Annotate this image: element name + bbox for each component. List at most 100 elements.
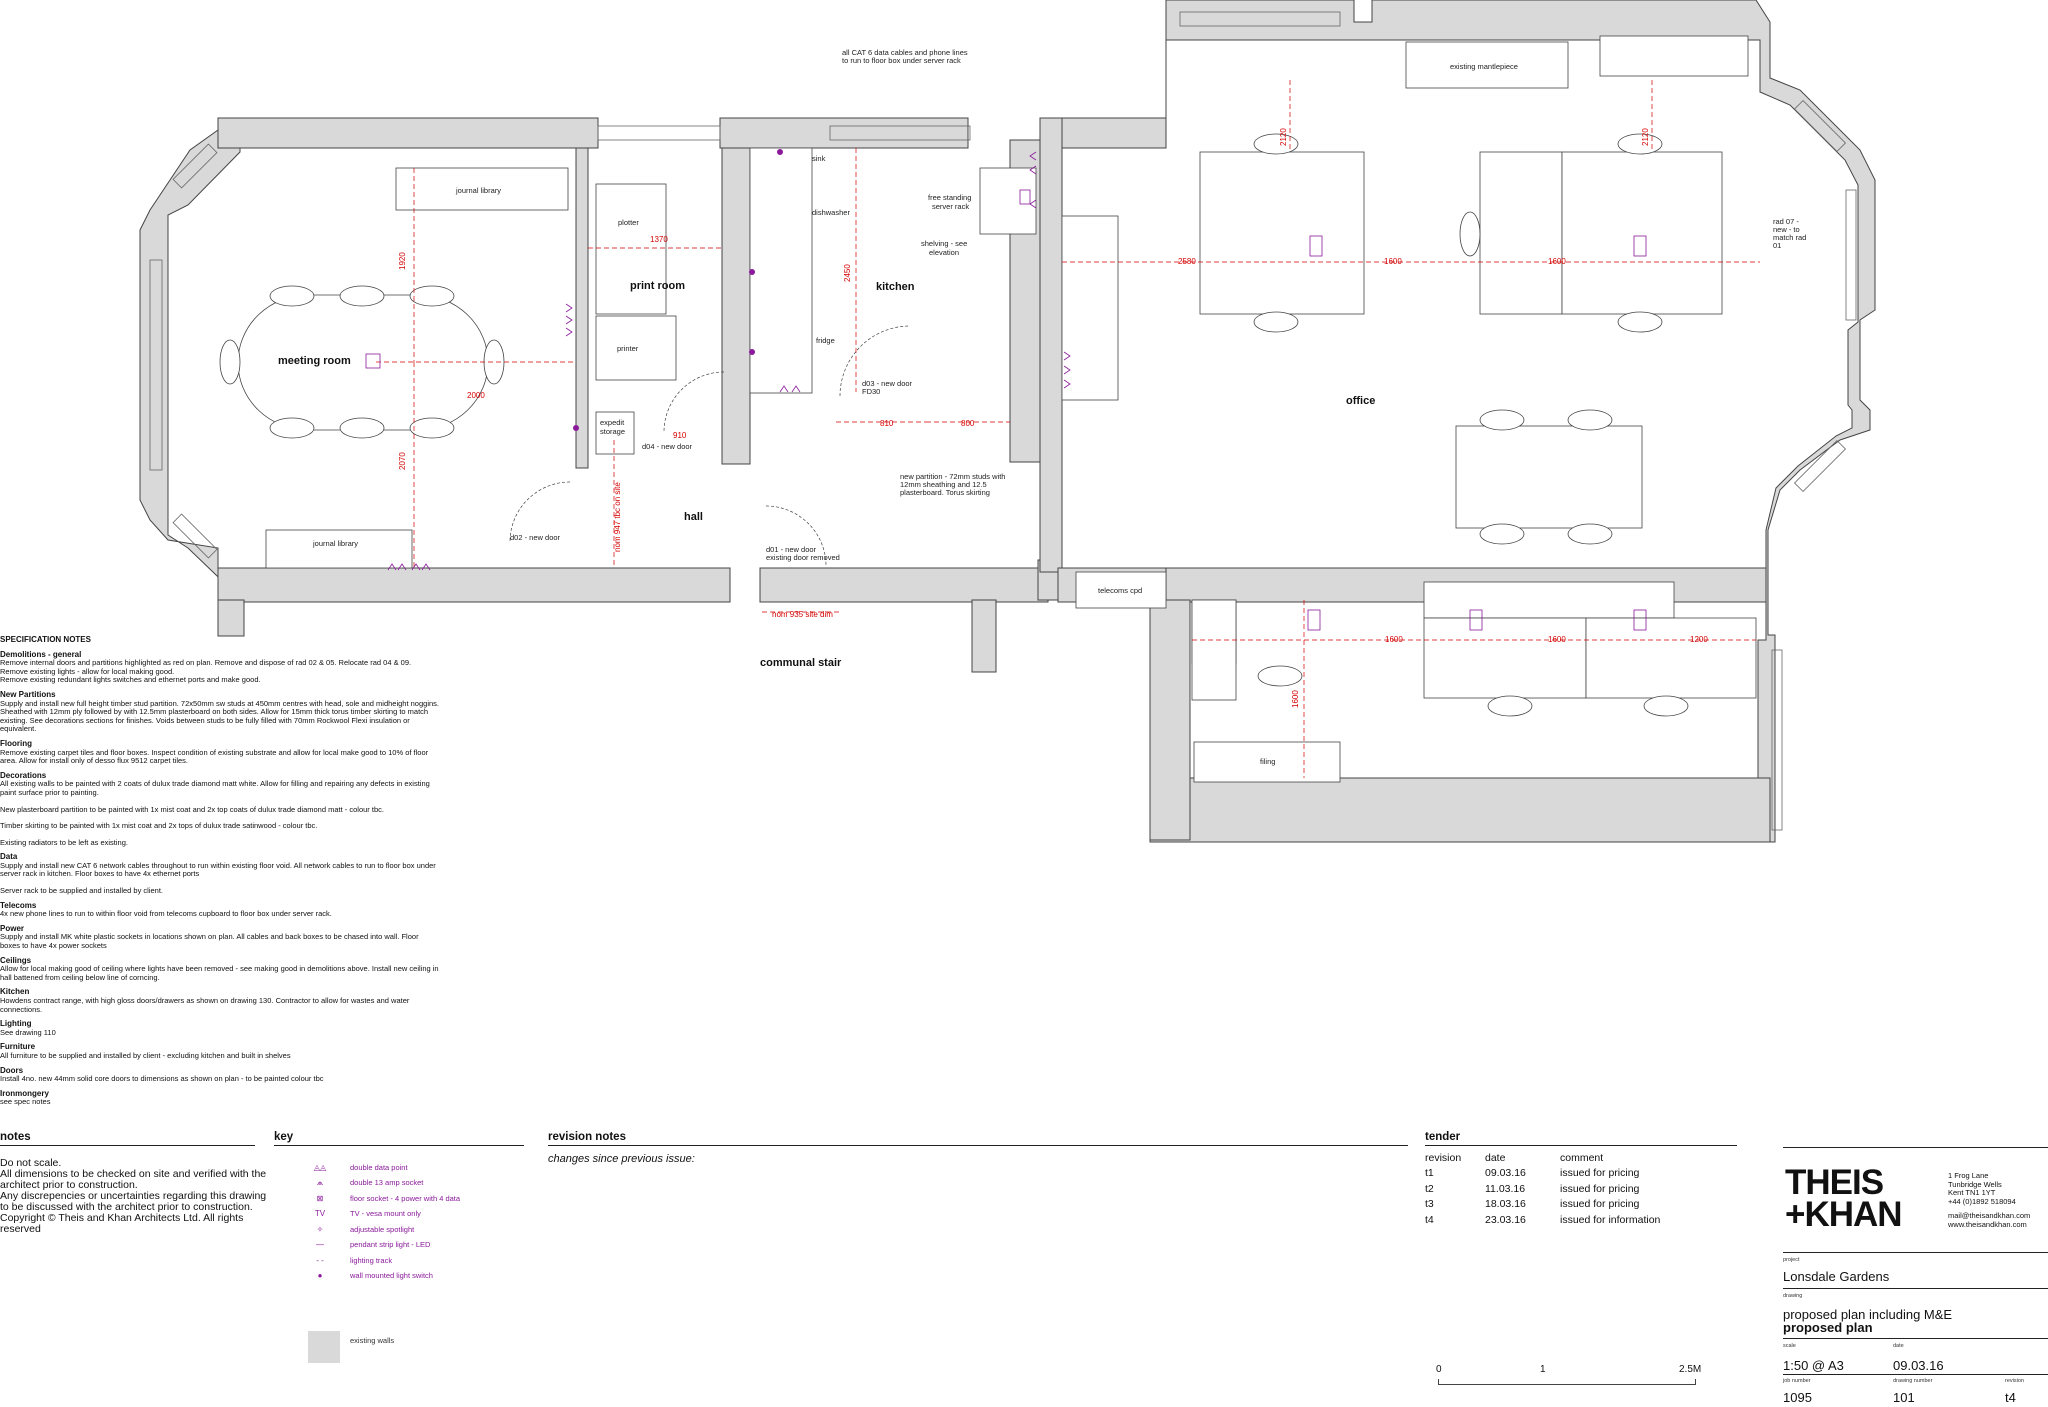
partition-print-meeting (575, 147, 589, 469)
key-label: TV - vesa mount only (350, 1209, 421, 1218)
key-symbol-icon: ◬◬ (313, 1162, 327, 1172)
desk-c (1561, 151, 1723, 315)
date-label: date (1893, 1343, 1904, 1349)
label-storage: storage (600, 427, 625, 436)
chair (1567, 523, 1613, 545)
scale-bar-line (1438, 1379, 1696, 1385)
filing-cabinet (1193, 741, 1341, 783)
key-label: adjustable spotlight (350, 1224, 415, 1234)
journal-library-bottom (265, 529, 413, 569)
light-switch-icon (777, 149, 783, 155)
kitchen-units (749, 147, 813, 394)
tender-cell: issued for pricing (1560, 1182, 1640, 1195)
project-name: Lonsdale Gardens (1783, 1269, 1890, 1284)
dim-1200: 1200 (1690, 635, 1708, 644)
chair (1617, 133, 1663, 155)
spec-section-text: 4x new phone lines to run to within floo… (0, 909, 332, 919)
label-cat6-2: to run to floor box under server rack (842, 56, 961, 65)
label-d03-2: FD30 (862, 387, 880, 396)
key-item: ●wall mounted light switch (290, 1269, 433, 1283)
partition-print-kitchen (721, 147, 751, 465)
printer-desk (595, 315, 677, 381)
label-nom935: nom 935 site dim (772, 610, 833, 619)
scale-tick-2: 2.5M (1679, 1364, 1702, 1375)
floor-socket-icon (1309, 235, 1323, 257)
spec-section-text: Remove internal doors and partitions hig… (0, 658, 412, 668)
logo-line-1: THEIS (1785, 1163, 1884, 1202)
dim-2580: 2580 (1178, 257, 1196, 266)
chair (1479, 409, 1525, 431)
label-journal-library-top: journal library (455, 186, 501, 195)
spec-section-text: Supply and install new full height timbe… (0, 698, 439, 734)
spec-section-heading: Data (0, 852, 18, 862)
floor-socket-icon (1019, 189, 1031, 205)
revision-notes-text: changes since previous issue: (548, 1153, 695, 1165)
tender-cell: 11.03.16 (1485, 1182, 1526, 1195)
label-nom947: nom 947 tbc on site (613, 482, 622, 552)
key-item: ◬◬ double data point (290, 1160, 408, 1174)
door-d04-swing (663, 371, 725, 433)
label-dishwasher: dishwasher (812, 208, 850, 217)
socket-symbol (565, 303, 573, 337)
door-d03-swing (839, 325, 911, 397)
label-filing: filing (1260, 757, 1275, 766)
label-expedit: expedit (600, 418, 625, 427)
key-label: double data point (350, 1162, 408, 1172)
spec-section-text: All furniture to be supplied and install… (0, 1050, 291, 1060)
desk-i (1191, 599, 1237, 701)
floor-socket-icon (1633, 609, 1647, 631)
wall-south-hall (759, 567, 1049, 603)
notes-rule (0, 1145, 255, 1146)
label-d03-1: d03 - new door (862, 379, 913, 388)
tender-cell: t2 (1425, 1182, 1434, 1195)
chair (409, 417, 455, 439)
chair (1459, 211, 1481, 257)
spec-section-text: All existing walls to be painted with 2 … (0, 779, 430, 797)
tender-cell: issued for information (1560, 1213, 1661, 1226)
label-rad07-2: new - to (1773, 225, 1800, 234)
key-label: lighting track (350, 1255, 393, 1265)
label-rad07-4: 01 (1773, 241, 1781, 250)
floor-socket-icon (365, 353, 381, 369)
door-d01-swing (765, 505, 827, 567)
wall-meeting-stub-south (217, 599, 245, 637)
address-line: Kent TN1 1YT (1948, 1188, 1996, 1197)
light-switch-icon (749, 349, 755, 355)
drawing-number-label: drawing number (1893, 1378, 1933, 1384)
tb-rule (1783, 1288, 2048, 1289)
meeting-table (237, 294, 489, 431)
window-office-top (1179, 11, 1341, 27)
drawing-title-2: proposed plan (1783, 1320, 1873, 1335)
window-north-kitchen (829, 125, 971, 141)
window-office-se (1793, 439, 1847, 493)
drawing-number: 101 (1893, 1390, 1915, 1405)
label-d01-1: d01 - new door (766, 545, 817, 554)
revision-value: t4 (2005, 1390, 2016, 1405)
spec-section-text: New plasterboard partition to be painted… (0, 804, 384, 814)
tb-rule (1783, 1252, 2048, 1253)
wall-north-meeting (217, 117, 599, 149)
tender-heading: tender (1425, 1131, 1461, 1143)
chair (219, 339, 241, 385)
address-line: www.theisandkhan.com (1948, 1219, 2027, 1229)
dim-1920: 1920 (398, 252, 407, 270)
wall-stair-west (971, 599, 997, 673)
dim-1600-e: 1600 (1291, 690, 1300, 708)
key-symbol-icon: ⊠ (316, 1193, 324, 1203)
label-fridge: fridge (816, 336, 835, 345)
label-plotter: plotter (618, 218, 639, 227)
wall-north-kitchen (719, 117, 969, 149)
label-partition-3: plasterboard. Torus skirting (900, 488, 990, 497)
spec-section-text: Remove existing redundant lights switche… (0, 675, 261, 685)
chair (1617, 311, 1663, 333)
spec-section-heading: Kitchen (0, 987, 30, 997)
key-symbol-icon: TV (314, 1209, 326, 1218)
logo-line-2: +KHAN (1785, 1195, 1903, 1234)
label-server-rack-2: server rack (932, 202, 969, 211)
room-label-hall: hall (684, 511, 703, 523)
dim-1370: 1370 (650, 235, 668, 244)
label-partition-2: 12mm sheathing and 12.5 (900, 480, 987, 489)
